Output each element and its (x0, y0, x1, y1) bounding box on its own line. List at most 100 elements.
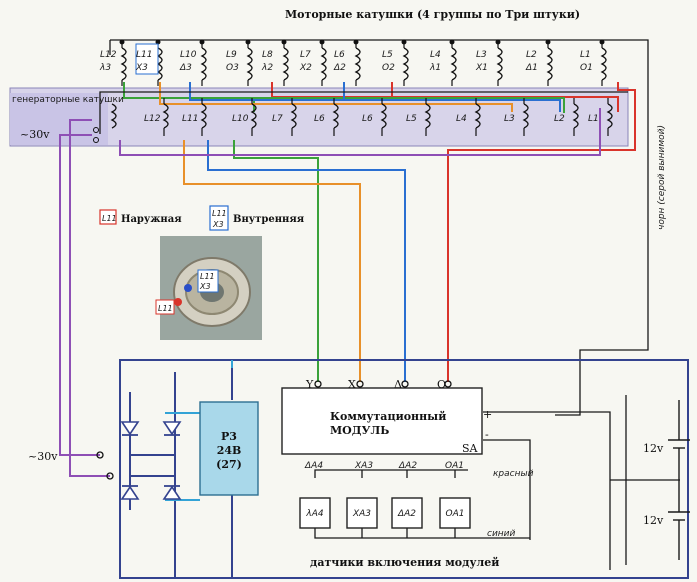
diagram-title: Моторные катушки (4 группы по Три штуки) (285, 8, 580, 21)
motor-coil-node (199, 39, 205, 45)
sensor-pin-2: XA3 (354, 461, 373, 471)
motor-coil-tag: O2 (382, 63, 395, 73)
sensor-pin-4: OA1 (445, 461, 464, 471)
wire-red-label: красный (493, 469, 534, 479)
motor-coil-id: L10 (180, 50, 197, 60)
motor-coil-winding (450, 47, 457, 81)
module-input-terminal-1 (314, 380, 322, 388)
motor-coil-node (281, 39, 287, 45)
diode-3 (120, 485, 140, 500)
rectifier-input-terminal-1 (96, 451, 104, 459)
sensor-box-3 (391, 497, 423, 529)
motor-coil-winding (546, 47, 553, 81)
module-input-x: X (348, 378, 356, 391)
relay-line3: (27) (216, 458, 242, 471)
motor-coil-tag: λ2 (261, 63, 273, 73)
side-note: чорн (серой вынимой) (657, 125, 667, 230)
photo-outer-tag (155, 299, 175, 315)
terminal (93, 127, 99, 133)
gen-coil-winding (332, 103, 339, 129)
photo-inner-tag (197, 269, 219, 293)
gen-coil-1: L12 (144, 103, 169, 129)
module-input-delta: Δ (394, 378, 402, 391)
motor-coil-id: L8 (262, 50, 273, 60)
module-minus: - (485, 428, 489, 441)
gen-coil-4: L7 (272, 103, 297, 129)
diode-4 (162, 485, 182, 500)
motor-coil-tag: X1 (475, 63, 488, 73)
batteries (668, 400, 690, 560)
motor-coil-node (245, 39, 251, 45)
motor-coil-id: L1 (580, 50, 591, 60)
sensor-3: ΔA2 (397, 509, 416, 519)
module-input-terminal-3 (401, 380, 409, 388)
sensor-pin-3: ΔA2 (398, 461, 417, 471)
motor-coil-node (449, 39, 455, 45)
gen-coil-id: L1 (588, 114, 599, 124)
legend-outer-label: Наружная (121, 214, 182, 225)
coil-photo: L11 X3 L11 (155, 236, 262, 340)
colored-wires (59, 82, 636, 477)
terminal (93, 137, 99, 143)
module-plus: + (483, 408, 492, 421)
motor-coil-winding (120, 47, 127, 81)
module-line1: Коммутационный (330, 410, 446, 423)
gen-coil-winding (522, 103, 529, 129)
gen-coil-7: L5 (406, 103, 431, 129)
gen-coil-winding (200, 103, 207, 129)
motor-coil-tag: Δ2 (333, 63, 346, 73)
motor-coil-id: L6 (334, 50, 345, 60)
gen-coil-id: L5 (406, 114, 417, 124)
motor-coil-id: L3 (476, 50, 487, 60)
rectifier-bridge (120, 421, 182, 500)
gen-coil-3: L10 (232, 103, 257, 129)
sensor-1: λA4 (305, 509, 323, 519)
motor-coil-winding (156, 47, 163, 81)
gen-coil-winding (250, 103, 257, 129)
module-input-terminal-4 (444, 380, 452, 388)
voltage-left-bottom: ~30v (28, 450, 58, 463)
gen-coil-2: L11 (182, 103, 207, 129)
photo-inner-x: X3 (199, 282, 211, 291)
battery-top-label: 12v (643, 442, 664, 455)
motor-coil-id: L7 (300, 50, 311, 60)
gen-coil-9: L3 (504, 103, 529, 129)
gen-coil-winding (290, 103, 297, 129)
motor-coil-highlight (135, 43, 159, 75)
sensors-caption: датчики включения модулей (310, 556, 499, 569)
wire-blue-label: синий (487, 529, 516, 539)
diode-2 (162, 421, 182, 436)
battery-bottom-label: 12v (643, 514, 664, 527)
motor-coil-winding (600, 47, 607, 81)
gen-coil-6: L6 (362, 103, 387, 129)
rectifier-input-terminal-2 (106, 472, 114, 480)
motor-coil-winding (282, 47, 289, 81)
sensor-box-4 (439, 497, 471, 529)
legend-inner-tag: X3 (212, 220, 224, 229)
motor-coil-node (353, 39, 359, 45)
gen-coil-id: L4 (456, 114, 467, 124)
photo-inner-code: L11 (200, 272, 215, 281)
motor-coil-tag: λ3 (99, 63, 111, 73)
module-input-y: Y (305, 378, 314, 391)
gen-coil-id: L12 (144, 114, 161, 124)
gen-coil-5: L6 (314, 103, 339, 129)
motor-coil-id: L5 (382, 50, 393, 60)
gen-coil-10: L2 (554, 103, 579, 129)
motor-coil-tag: Δ3 (179, 63, 192, 73)
gen-coil-8: L4 (456, 103, 481, 129)
legend-outer-swatch (99, 209, 117, 225)
module-input-terminal-2 (356, 380, 364, 388)
gen-coil-winding (162, 103, 169, 129)
sensor-pin-1: ΔA4 (304, 461, 323, 471)
gen-coil-winding (424, 103, 431, 129)
gen-coil-id: L10 (232, 114, 249, 124)
motor-coil-tag: X3 (135, 63, 148, 73)
